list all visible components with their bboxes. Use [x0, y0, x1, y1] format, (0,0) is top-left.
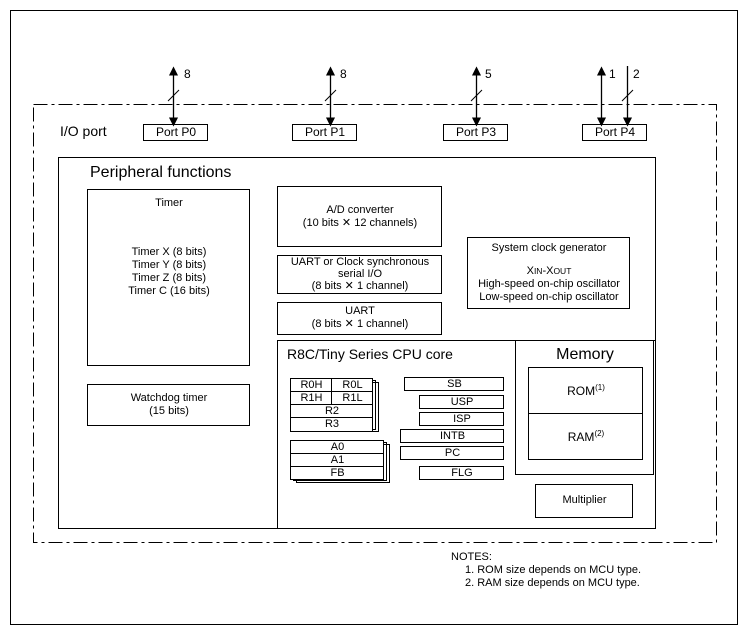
clock-gen-low-speed: Low-speed on-chip oscillator: [479, 291, 619, 303]
watchdog-line2: (15 bits): [149, 405, 189, 417]
reg-r2: R2: [324, 405, 340, 417]
adc-box: [277, 186, 442, 247]
reg-flg: [419, 466, 504, 480]
port-p1-label: Port P1: [304, 125, 346, 139]
reg-a0fb-stack: [290, 440, 384, 480]
multiplier-box: [535, 484, 633, 518]
cpu-core-title: R8C/Tiny Series CPU core: [287, 346, 453, 362]
adc-line2: (10 bits ✕ 12 channels): [302, 217, 418, 229]
io-port-title: I/O port: [60, 123, 107, 139]
port-p4-width-a: 1: [609, 67, 616, 81]
notes-title: NOTES:: [451, 551, 492, 563]
outer-frame: [10, 10, 738, 625]
uart-box: [277, 302, 442, 335]
reg-intb: [400, 429, 504, 443]
port-p3-label: Port P3: [455, 125, 497, 139]
timer-title: Timer: [155, 197, 183, 209]
port-p4-label: Port P4: [594, 125, 636, 139]
ram-box: [528, 413, 643, 460]
port-p0-label: Port P0: [155, 125, 197, 139]
port-p3-width: 5: [485, 67, 492, 81]
reg-isp: [419, 412, 504, 426]
reg-pc: [400, 446, 504, 460]
note-1: 1. ROM size depends on MCU type.: [465, 564, 642, 576]
uart-clock-line1: UART or Clock synchronous: [290, 256, 430, 268]
timer-x: Timer X (8 bits): [131, 246, 207, 258]
timer-y: Timer Y (8 bits): [131, 259, 207, 271]
watchdog-line1: Watchdog timer: [130, 392, 208, 404]
port-p4-box: [582, 124, 647, 141]
adc-line1: A/D converter: [326, 204, 394, 216]
watchdog-box: [87, 384, 250, 426]
timer-box: [87, 189, 250, 366]
reg-isp-label: ISP: [453, 413, 471, 425]
port-p4-width-b: 2: [633, 67, 640, 81]
port-p1-box: [292, 124, 357, 141]
reg-r0h: R0H: [300, 379, 323, 391]
reg-usp-label: USP: [450, 396, 474, 408]
reg-r0l: R0L: [342, 379, 363, 391]
reg-r3: R3: [324, 418, 340, 430]
uart-clock-line3: (8 bits ✕ 1 channel): [311, 280, 409, 292]
uart-line2: (8 bits ✕ 1 channel): [311, 318, 409, 330]
clock-gen-high-speed: High-speed on-chip oscillator: [478, 278, 620, 290]
reg-sb: [404, 377, 504, 391]
uart-clock-line2: serial I/O: [337, 268, 382, 280]
reg-usp: [419, 395, 504, 409]
uart-line1: UART: [345, 305, 375, 317]
reg-fb: FB: [330, 467, 345, 479]
clock-gen-xin-xout: XIN-XOUT: [526, 265, 572, 277]
reg-a1: A1: [330, 454, 345, 466]
reg-sb-label: SB: [447, 378, 462, 390]
reg-r1h: R1H: [300, 392, 323, 404]
note-2: 2. RAM size depends on MCU type.: [465, 577, 640, 589]
cpu-core-box: [277, 340, 656, 529]
uart-clock-box: [277, 255, 442, 294]
port-p0-width: 8: [184, 67, 191, 81]
multiplier-label: Multiplier: [562, 494, 607, 506]
memory-box: [515, 340, 654, 475]
memory-title: Memory: [556, 346, 614, 363]
rom-label: ROM(1): [567, 383, 605, 399]
reg-pc-label: PC: [444, 447, 461, 459]
timer-z: Timer Z (8 bits): [131, 272, 207, 284]
reg-flg-label: FLG: [451, 467, 473, 479]
port-p1-width: 8: [340, 67, 347, 81]
peripheral-title: Peripheral functions: [90, 164, 232, 181]
timer-c: Timer C (16 bits): [128, 285, 210, 297]
io-port-boundary: [33, 104, 717, 543]
reg-r1l: R1L: [342, 392, 363, 404]
reg-a0: A0: [330, 441, 345, 453]
clock-gen-box: [467, 237, 630, 309]
ram-label: RAM(2): [567, 429, 605, 445]
reg-intb-label: INTB: [439, 430, 466, 442]
clock-gen-title: System clock generator: [491, 242, 607, 254]
